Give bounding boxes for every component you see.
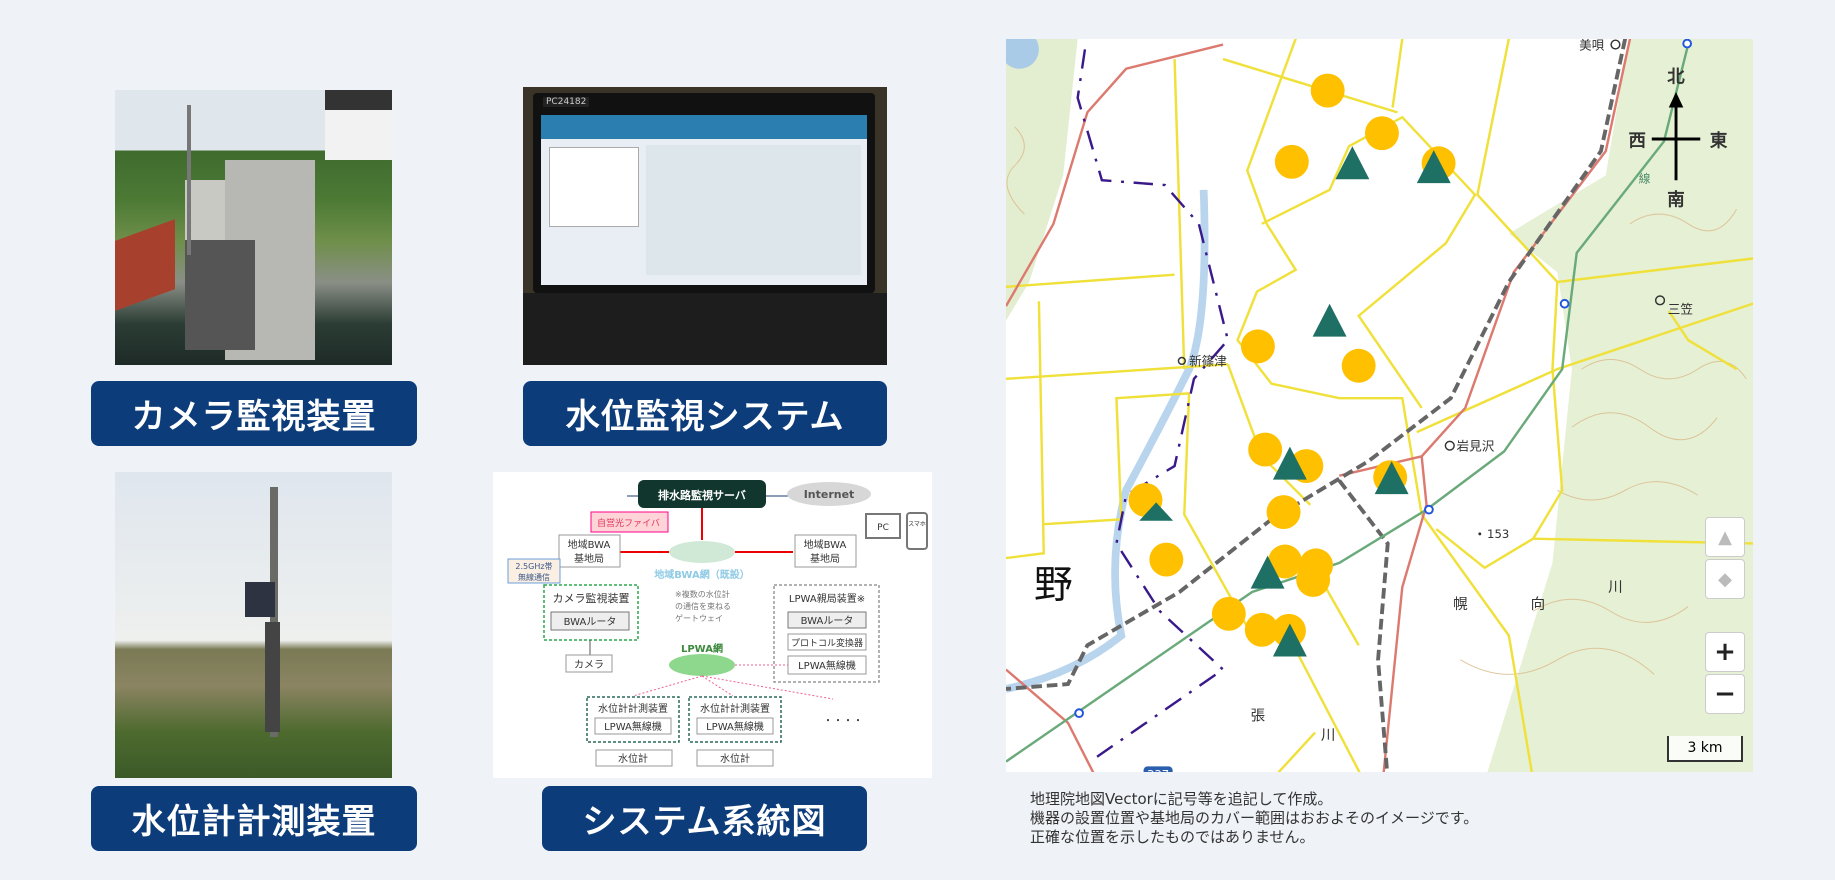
svg-text:川: 川 — [1321, 728, 1336, 744]
svg-text:PC: PC — [877, 523, 889, 533]
svg-text:ゲートウェイ: ゲートウェイ — [675, 613, 723, 623]
svg-text:LPWA無線機: LPWA無線機 — [798, 659, 856, 672]
svg-text:カメラ: カメラ — [574, 659, 604, 671]
svg-text:153: 153 — [1487, 527, 1509, 541]
svg-text:美唄: 美唄 — [1579, 39, 1605, 52]
fiber-text: 自営光ファイバ — [597, 517, 660, 529]
svg-text:地域BWA: 地域BWA — [568, 538, 611, 551]
svg-text:水位計計測装置: 水位計計測装置 — [598, 702, 668, 715]
svg-text:の通信を束ねる: の通信を束ねる — [675, 601, 731, 611]
svg-text:新篠津: 新篠津 — [1189, 353, 1227, 368]
svg-text:BWAルータ: BWAルータ — [564, 616, 617, 628]
water-meter-photo — [115, 472, 392, 778]
svg-text:プロトコル変換器: プロトコル変換器 — [791, 637, 863, 649]
svg-text:・・・・: ・・・・ — [823, 716, 863, 727]
zoom-in-button[interactable]: + — [1705, 632, 1745, 672]
system-diagram-label: システム系統図 — [542, 786, 867, 851]
svg-text:LPWA無線機: LPWA無線機 — [706, 720, 764, 733]
svg-text:南: 南 — [1667, 189, 1684, 210]
server-shape — [638, 480, 766, 508]
svg-text:BWAルータ: BWAルータ — [801, 615, 854, 627]
svg-text:337: 337 — [1147, 768, 1169, 772]
svg-text:※複数の水位計: ※複数の水位計 — [675, 589, 730, 599]
server-text: 排水路監視サーバ — [658, 488, 746, 502]
tilt-button[interactable]: ▲ — [1705, 517, 1745, 557]
svg-text:幌: 幌 — [1453, 596, 1468, 613]
svg-text:線: 線 — [1639, 172, 1651, 186]
svg-text:張: 張 — [1251, 708, 1266, 724]
monitoring-system-photo: PC24182 — [523, 87, 887, 365]
internet-text: Internet — [804, 488, 855, 501]
svg-text:東: 東 — [1710, 130, 1728, 151]
laptop-id-text: PC24182 — [543, 97, 590, 107]
monitoring-system-label: 水位監視システム — [523, 381, 887, 446]
svg-text:北: 北 — [1667, 67, 1685, 87]
svg-text:LPWA親局装置※: LPWA親局装置※ — [789, 592, 865, 605]
svg-text:水位計: 水位計 — [720, 752, 750, 765]
svg-text:岩見沢: 岩見沢 — [1457, 439, 1495, 454]
svg-text:2.5GHz帯: 2.5GHz帯 — [515, 561, 552, 571]
svg-text:地域BWA: 地域BWA — [804, 538, 847, 551]
svg-text:基地局: 基地局 — [810, 552, 840, 565]
camera-device-photo — [115, 90, 392, 365]
svg-text:スマホ: スマホ — [908, 521, 926, 528]
zoom-out-button[interactable]: − — [1705, 674, 1745, 714]
svg-text:向: 向 — [1531, 596, 1546, 613]
svg-text:LPWA網: LPWA網 — [681, 642, 723, 655]
svg-text:野: 野 — [1034, 563, 1073, 608]
svg-text:水位計計測装置: 水位計計測装置 — [700, 702, 770, 715]
compass: 北西 東南 — [1629, 67, 1728, 210]
svg-text:川: 川 — [1608, 580, 1623, 596]
svg-text:三笠: 三笠 — [1668, 301, 1693, 316]
svg-text:無線通信: 無線通信 — [518, 572, 550, 582]
scale-bar: 3 km — [1667, 736, 1743, 762]
map[interactable]: 美唄 新篠津 岩見沢 三笠 153 幌 向 川 張 川 線 野 337 北西 東南… — [1006, 39, 1753, 772]
svg-text:地域BWA網（既設）: 地域BWA網（既設） — [654, 568, 749, 581]
svg-text:西: 西 — [1629, 131, 1646, 151]
map-caption: 地理院地図Vectorに記号等を追記して作成。 機器の設置位置や基地局のカバー範… — [1030, 790, 1479, 846]
svg-text:LPWA無線機: LPWA無線機 — [604, 720, 662, 733]
camera-device-label: カメラ監視装置 — [91, 381, 417, 446]
svg-text:カメラ監視装置: カメラ監視装置 — [553, 591, 630, 605]
water-meter-label: 水位計計測装置 — [91, 786, 417, 851]
svg-text:水位計: 水位計 — [618, 752, 648, 765]
rotate-button[interactable]: ◆ — [1705, 559, 1745, 599]
svg-text:基地局: 基地局 — [574, 552, 604, 565]
system-diagram: 排水路監視サーバ Internet 自営光ファイバ 地域BWA 基地局 地域BW… — [493, 472, 932, 778]
